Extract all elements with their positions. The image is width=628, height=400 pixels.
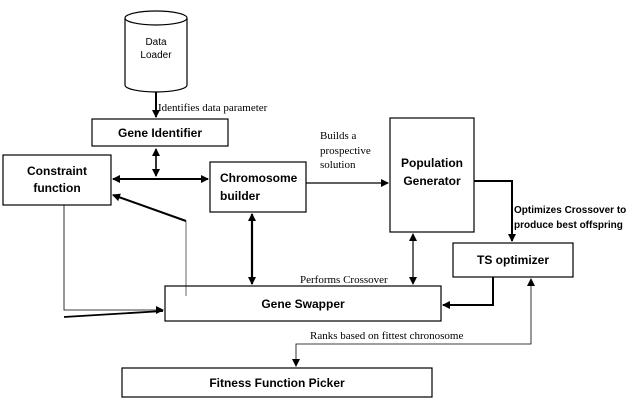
chromosome-builder-label-line2: builder: [220, 189, 260, 203]
fitness-function-picker-label: Fitness Function Picker: [209, 376, 345, 390]
constraint-function-label-line2: function: [33, 181, 80, 195]
edge-population-to-ts: [474, 180, 516, 242]
gene-identifier-label: Gene Identifier: [118, 126, 202, 140]
data-loader-label-line2: Loader: [140, 50, 172, 61]
chromosome-builder-node: Chromosome builder: [209, 161, 307, 213]
label-builds-line1: Builds a: [320, 130, 356, 142]
label-identifies: Identifies data parameter: [158, 102, 268, 114]
population-generator-label-line2: Generator: [403, 174, 461, 188]
fitness-function-picker-node: Fitness Function Picker: [121, 367, 433, 398]
constraint-function-label-line1: Constraint: [27, 164, 87, 178]
label-builds-line3: solution: [320, 159, 356, 171]
data-loader-node: Data Loader: [124, 10, 188, 93]
data-loader-label-line1: Data: [145, 37, 167, 48]
gene-identifier-node: Gene Identifier: [91, 118, 229, 147]
label-optimizes-line1: Optimizes Crossover to: [514, 205, 626, 216]
population-generator-node: Population Generator: [389, 117, 475, 233]
edge-fitness-ts: [292, 278, 535, 367]
edge-constraint-to-swapper: [63, 205, 164, 314]
label-builds-line2: prospective: [320, 145, 371, 157]
label-ranks: Ranks based on fittest chronosome: [310, 330, 463, 342]
ts-optimizer-node: TS optimizer: [452, 242, 574, 278]
edge-ts-to-swapper: [442, 277, 494, 309]
population-generator-label-line1: Population: [401, 156, 463, 170]
label-performs: Performs Crossover: [300, 274, 388, 286]
edge-constraint-to-swapper-bold: [63, 310, 164, 318]
gene-swapper-label: Gene Swapper: [261, 297, 345, 311]
ts-optimizer-label: TS optimizer: [477, 253, 549, 267]
edge-swapper-to-constraint: [112, 193, 187, 222]
label-optimizes-line2: produce best offspring: [514, 220, 623, 231]
gene-swapper-node: Gene Swapper: [164, 285, 442, 322]
chromosome-builder-label-line1: Chromosome: [220, 171, 298, 185]
constraint-function-node: Constraint function: [2, 154, 112, 206]
